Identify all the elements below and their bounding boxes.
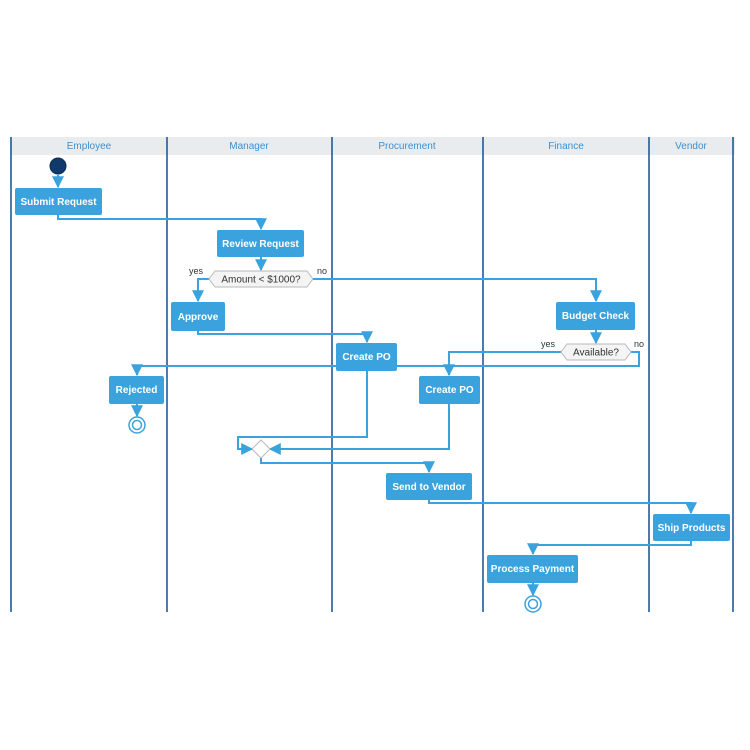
flow-send-to-ship <box>428 500 697 515</box>
action-create-po-finance[interactable]: Create PO <box>419 376 480 404</box>
flow-available-no-to-rejected <box>131 351 640 377</box>
action-box[interactable] <box>419 376 480 404</box>
action-box[interactable] <box>386 473 472 500</box>
initial-node[interactable] <box>49 157 67 175</box>
merge-node[interactable] <box>251 439 271 459</box>
lane-title-procurement: Procurement <box>378 141 435 152</box>
final-node-core <box>131 419 143 431</box>
action-send-to-vendor[interactable]: Send to Vendor <box>386 473 472 500</box>
action-label: Create PO <box>425 385 474 396</box>
action-submit-request[interactable]: Submit Request <box>15 188 102 215</box>
action-budget-check[interactable]: Budget Check <box>556 302 635 330</box>
action-label: Rejected <box>116 385 158 396</box>
action-approve[interactable]: Approve <box>171 302 225 331</box>
flow-create-po-finance-to-merge <box>268 404 450 455</box>
decision-amount[interactable]: Amount < $1000? <box>208 270 314 288</box>
decision-label: Amount < $1000? <box>221 275 301 286</box>
flow-approve-to-create-po <box>197 331 373 344</box>
flow-amount-yes-to-approve <box>192 278 209 303</box>
decision-shape[interactable] <box>560 343 632 361</box>
action-label: Review Request <box>222 239 299 250</box>
flow-submit-to-review <box>57 215 267 231</box>
decision-available[interactable]: Available? <box>560 343 632 361</box>
guard-available-yes: yes <box>541 339 556 349</box>
flow-available-yes-to-create-po <box>443 351 561 377</box>
action-box[interactable] <box>487 555 578 583</box>
action-label: Process Payment <box>491 564 575 575</box>
action-box[interactable] <box>653 514 730 541</box>
guard-amount-yes: yes <box>189 266 204 276</box>
decision-label: Available? <box>573 348 619 359</box>
action-box[interactable] <box>556 302 635 330</box>
action-box[interactable] <box>109 376 164 404</box>
lane-dividers <box>10 137 734 612</box>
lane-header-band <box>10 137 735 155</box>
guard-amount-no: no <box>317 266 327 276</box>
action-label: Send to Vendor <box>392 482 465 493</box>
action-box[interactable] <box>217 230 304 257</box>
flow-merge-to-send <box>260 458 435 474</box>
action-create-po-procurement[interactable]: Create PO <box>336 343 397 371</box>
lane-title-manager: Manager <box>229 141 269 152</box>
action-label: Budget Check <box>562 311 630 322</box>
final-node-rejected[interactable] <box>128 416 146 434</box>
final-node-core <box>527 598 539 610</box>
guard-available-no: no <box>634 339 644 349</box>
action-label: Create PO <box>342 352 391 363</box>
lane-title-finance: Finance <box>548 141 584 152</box>
action-box[interactable] <box>171 302 225 331</box>
final-node-payment[interactable] <box>524 595 542 613</box>
action-box[interactable] <box>15 188 102 215</box>
flow-ship-to-payment <box>527 541 692 556</box>
action-label: Ship Products <box>658 523 726 534</box>
action-box[interactable] <box>336 343 397 371</box>
lane-title-vendor: Vendor <box>675 141 707 152</box>
action-label: Submit Request <box>20 197 97 208</box>
action-process-payment[interactable]: Process Payment <box>487 555 578 583</box>
action-label: Approve <box>178 312 219 323</box>
flow-amount-no-to-budget <box>313 278 602 303</box>
action-rejected[interactable]: Rejected <box>109 376 164 404</box>
lane-title-employee: Employee <box>67 141 112 152</box>
action-ship-products[interactable]: Ship Products <box>653 514 730 541</box>
control-flows <box>52 175 697 597</box>
action-review-request[interactable]: Review Request <box>217 230 304 257</box>
flow-create-po-to-merge <box>237 371 368 455</box>
decision-shape[interactable] <box>208 270 314 288</box>
